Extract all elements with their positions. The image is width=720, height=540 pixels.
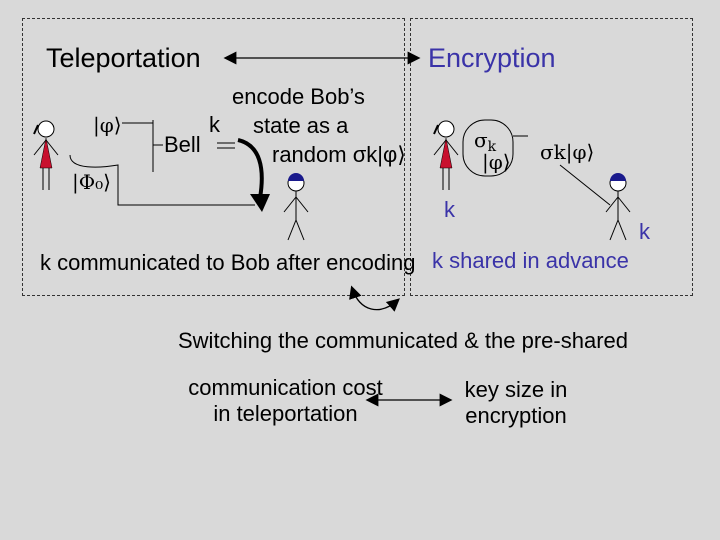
output-to-bob-line — [559, 164, 611, 206]
encode-note-line2: state as a — [253, 113, 349, 138]
alice-figure-teleport — [33, 120, 59, 190]
sigma-k-phi-output-label: σk|φ⟩ — [540, 140, 595, 164]
k-label-encrypt-right: k — [639, 219, 650, 244]
teleportation-panel — [22, 18, 405, 296]
sigma-box — [462, 119, 514, 177]
k-label-teleport: k — [209, 112, 220, 137]
switching-text: Switching the communicated & the pre-sha… — [178, 328, 629, 353]
phi-state-label: |φ⟩ — [93, 113, 122, 137]
bob-figure-encrypt — [605, 173, 631, 241]
k-label-encrypt-left: k — [444, 197, 455, 222]
comparison-right: key size in encryption — [456, 377, 576, 429]
switch-arrow — [349, 285, 400, 312]
comparison-right-line2: encryption — [465, 403, 567, 428]
encode-note-line1: encode Bob’s — [232, 84, 365, 109]
comparison-left-line1: communication cost — [188, 375, 383, 400]
encryption-title: Encryption — [428, 43, 556, 73]
bob-figure-teleport — [283, 173, 309, 241]
encrypt-caption: k shared in advance — [432, 248, 629, 273]
alice-figure-encrypt — [433, 120, 459, 190]
phi0-state-label: |Φ₀⟩ — [72, 170, 111, 194]
teleport-caption: k communicated to Bob after encoding — [40, 250, 416, 275]
comparison-right-line1: key size in — [464, 377, 568, 402]
teleport-circuit — [69, 120, 255, 206]
comparison-left-line2: in teleportation — [213, 401, 358, 426]
sigma-label: σk — [474, 128, 497, 155]
comparison-left: communication cost in teleportation — [178, 375, 393, 427]
encode-note-line3: random σk|φ⟩ — [272, 142, 406, 167]
encryption-panel — [410, 18, 693, 296]
encode-arrow — [237, 138, 264, 199]
sigma-phi-input-label: |φ⟩ — [482, 150, 511, 174]
teleportation-title: Teleportation — [46, 43, 201, 73]
bell-label: Bell — [164, 132, 201, 157]
